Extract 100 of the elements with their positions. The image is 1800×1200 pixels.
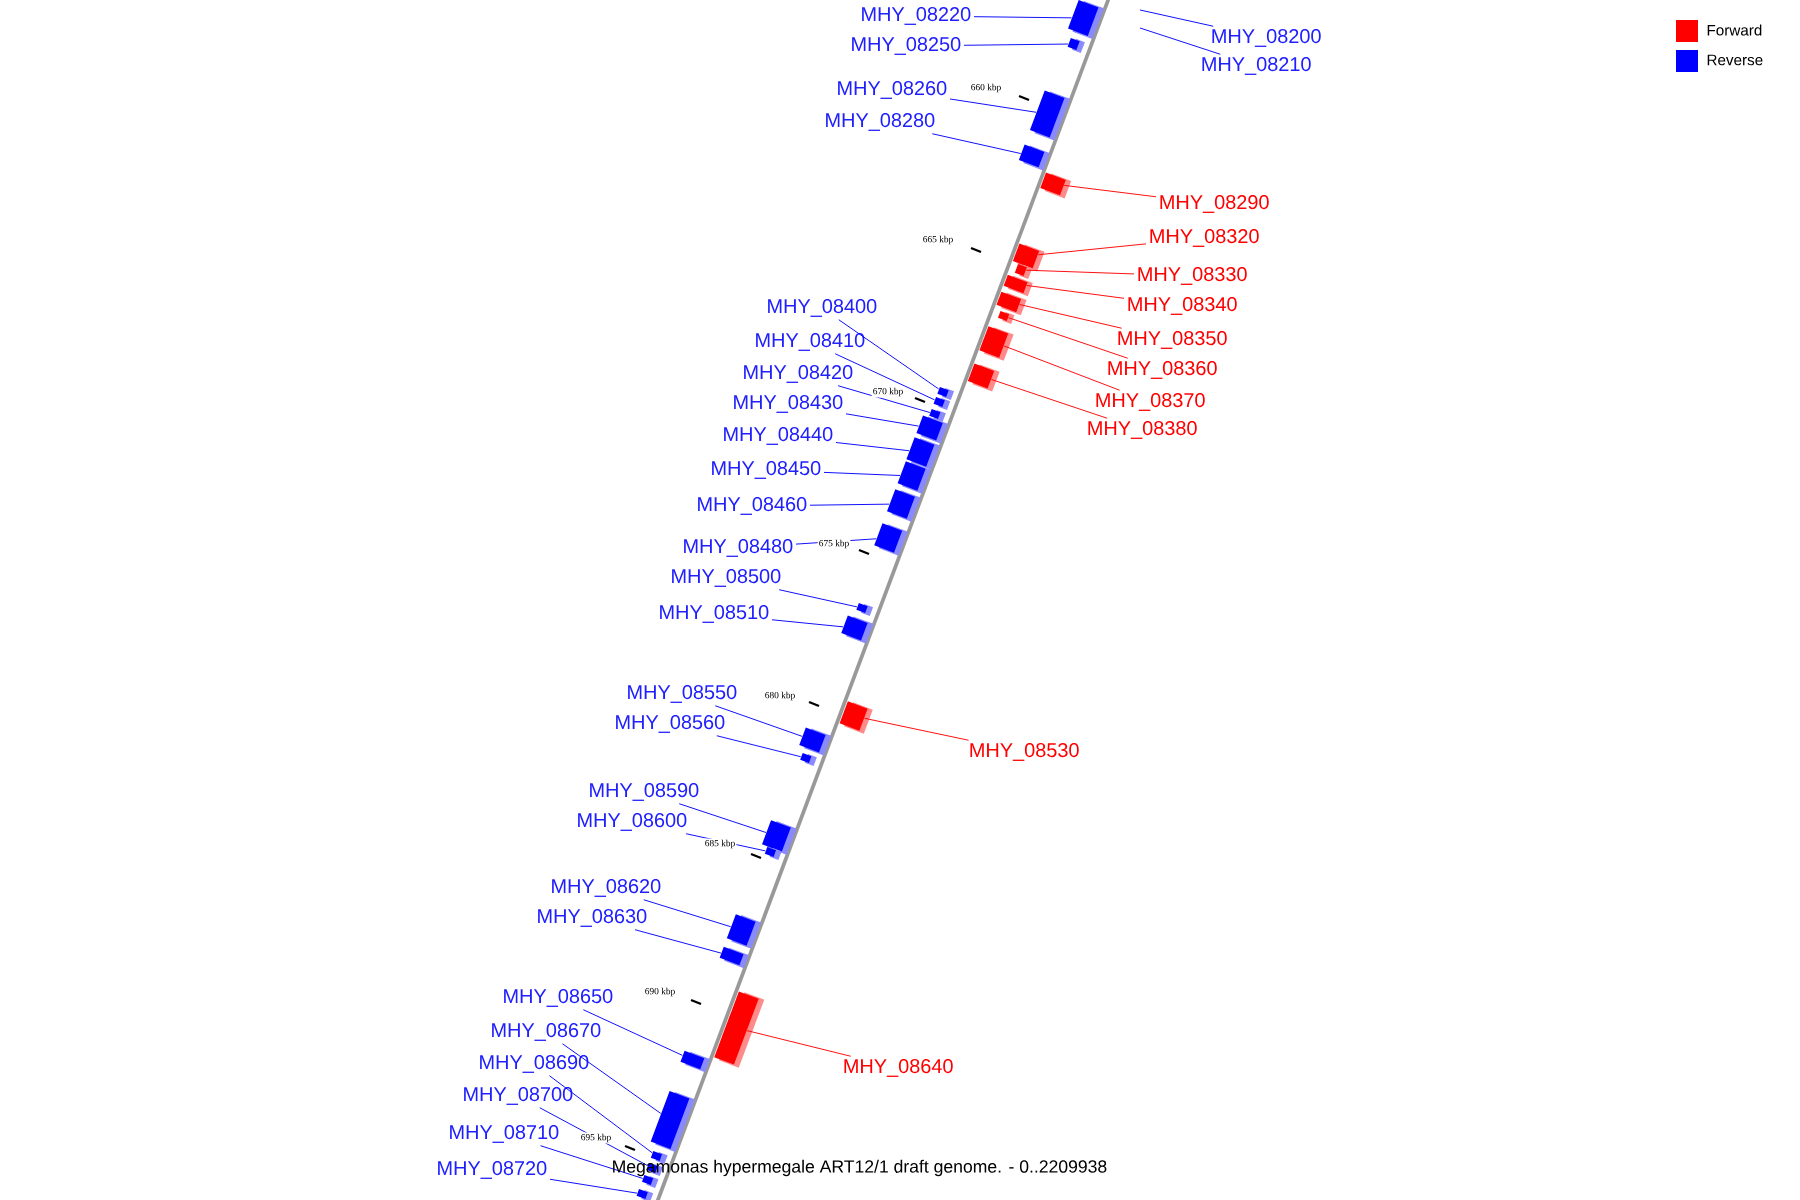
gene-block bbox=[839, 701, 873, 734]
leader-line bbox=[716, 735, 802, 758]
leader-line bbox=[540, 1145, 644, 1179]
gene-block bbox=[1040, 172, 1072, 199]
gene-block bbox=[897, 461, 931, 494]
gene-label: MHY_08710 bbox=[450, 1125, 559, 1143]
gene-label: MHY_08330 bbox=[1138, 267, 1247, 285]
leader-line bbox=[963, 43, 1069, 46]
gene-block bbox=[996, 291, 1027, 316]
gene-block bbox=[764, 847, 782, 860]
gene-block bbox=[650, 1091, 695, 1152]
gene-block bbox=[856, 603, 874, 616]
gene-block bbox=[642, 1175, 659, 1188]
leader-line bbox=[949, 98, 1037, 113]
leader-line bbox=[1003, 345, 1121, 391]
gene-label: MHY_08700 bbox=[464, 1087, 573, 1105]
gene-block bbox=[998, 311, 1015, 324]
gene-label: MHY_08480 bbox=[684, 539, 793, 557]
leader-line bbox=[549, 1178, 638, 1194]
gene-label: MHY_08280 bbox=[826, 113, 935, 131]
gene-label: MHY_08320 bbox=[1150, 229, 1259, 247]
gene-label: MHY_08420 bbox=[744, 365, 853, 383]
leader-line bbox=[991, 379, 1108, 419]
leader-line bbox=[561, 1043, 662, 1114]
leader-line bbox=[1139, 27, 1221, 55]
leader-line bbox=[973, 16, 1072, 19]
gene-label: MHY_08600 bbox=[578, 813, 687, 831]
gene-block bbox=[933, 397, 951, 410]
gene-label: MHY_08620 bbox=[552, 879, 661, 897]
leader-line bbox=[809, 503, 890, 506]
leader-line bbox=[864, 717, 969, 741]
gene-block bbox=[800, 753, 817, 766]
gene-block bbox=[1067, 37, 1085, 54]
gene-block bbox=[967, 363, 1000, 392]
gene-block bbox=[636, 1189, 654, 1200]
gene-block bbox=[762, 820, 797, 855]
leader-line bbox=[834, 353, 935, 401]
gene-label: MHY_08450 bbox=[712, 461, 821, 479]
leader-line bbox=[771, 619, 844, 628]
gene-label: MHY_08640 bbox=[844, 1059, 953, 1077]
gene-block bbox=[1018, 144, 1050, 171]
leader-line bbox=[643, 899, 732, 928]
leader-line bbox=[714, 705, 803, 737]
leader-line bbox=[795, 538, 877, 545]
gene-label: MHY_08360 bbox=[1108, 361, 1217, 379]
gene-label: MHY_08220 bbox=[862, 7, 971, 25]
gene-label: MHY_08590 bbox=[590, 783, 699, 801]
leader-line bbox=[823, 471, 901, 476]
gene-block bbox=[1068, 0, 1104, 40]
gene-label: MHY_08370 bbox=[1096, 393, 1205, 411]
leader-line bbox=[1063, 184, 1157, 198]
leader-line bbox=[1139, 9, 1214, 27]
gene-label: MHY_08670 bbox=[492, 1023, 601, 1041]
gene-label: MHY_08460 bbox=[698, 497, 807, 515]
leader-line bbox=[678, 803, 767, 833]
gene-block bbox=[680, 1050, 710, 1073]
gene-label: MHY_08200 bbox=[1212, 29, 1321, 47]
gene-label: MHY_08400 bbox=[768, 299, 877, 317]
gene-label: MHY_08510 bbox=[660, 605, 769, 623]
gene-block bbox=[979, 326, 1014, 361]
gene-label: MHY_08720 bbox=[438, 1161, 547, 1179]
gene-label: MHY_08500 bbox=[672, 569, 781, 587]
leader-line bbox=[582, 1009, 683, 1056]
leader-line bbox=[746, 1030, 852, 1057]
gene-label: MHY_08530 bbox=[970, 743, 1079, 761]
gene-label: MHY_08350 bbox=[1118, 331, 1227, 349]
gene-label: MHY_08290 bbox=[1160, 195, 1269, 213]
gene-block bbox=[887, 489, 921, 522]
gene-block bbox=[719, 946, 749, 969]
gene-label: MHY_08260 bbox=[838, 81, 947, 99]
gene-label: MHY_08380 bbox=[1088, 421, 1197, 439]
gene-block bbox=[874, 523, 908, 556]
gene-label: MHY_08410 bbox=[756, 333, 865, 351]
gene-block bbox=[799, 727, 832, 756]
leader-line bbox=[835, 442, 910, 452]
leader-line bbox=[1037, 243, 1147, 256]
leader-line bbox=[778, 589, 858, 608]
gene-label: MHY_08340 bbox=[1128, 297, 1237, 315]
leader-line bbox=[1025, 269, 1135, 275]
gene-label: MHY_08440 bbox=[724, 427, 833, 445]
gene-block bbox=[916, 415, 948, 444]
leader-line bbox=[1026, 285, 1125, 299]
gene-block bbox=[1029, 90, 1070, 141]
gene-label: MHY_08430 bbox=[734, 395, 843, 413]
leader-line bbox=[685, 833, 766, 852]
gene-block bbox=[937, 387, 955, 400]
gene-label: MHY_08210 bbox=[1202, 57, 1311, 75]
leader-line bbox=[1008, 317, 1129, 359]
leader-line bbox=[845, 413, 920, 427]
gene-label: MHY_08550 bbox=[628, 685, 737, 703]
gene-block bbox=[1014, 263, 1033, 280]
leader-line bbox=[837, 385, 931, 413]
gene-block bbox=[714, 991, 765, 1068]
leader-line bbox=[549, 1075, 653, 1154]
leader-line bbox=[931, 133, 1022, 154]
leader-line bbox=[1019, 304, 1123, 329]
gene-label: MHY_08690 bbox=[480, 1055, 589, 1073]
gene-label: MHY_08560 bbox=[616, 715, 725, 733]
gene-label: MHY_08650 bbox=[504, 989, 613, 1007]
gene-label: MHY_08630 bbox=[538, 909, 647, 927]
